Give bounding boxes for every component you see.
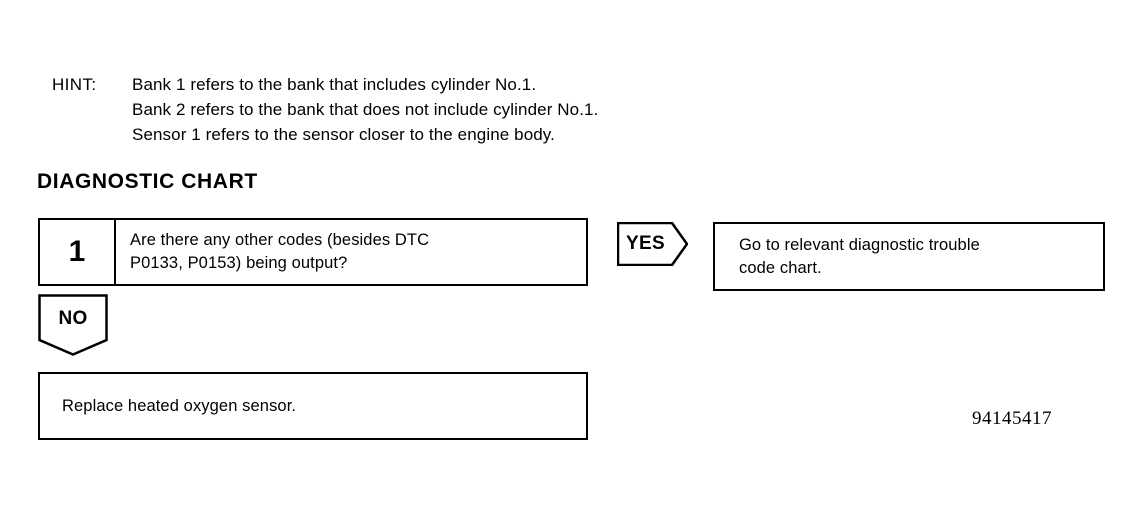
hint-line-1: Bank 1 refers to the bank that includes …	[132, 75, 537, 94]
no-result-box: Replace heated oxygen sensor.	[38, 372, 588, 440]
yes-result-box: Go to relevant diagnostic trouble code c…	[713, 222, 1105, 291]
no-branch-tag: NO	[38, 294, 108, 356]
step-1-box: 1 Are there any other codes (besides DTC…	[38, 218, 588, 286]
yes-branch-tag: YES	[617, 222, 688, 266]
yes-pentagon-icon	[617, 222, 688, 266]
hint-block: HINT: Bank 1 refers to the bank that inc…	[52, 72, 598, 147]
step-question: Are there any other codes (besides DTC P…	[116, 220, 586, 284]
no-result-line-1: Replace heated oxygen sensor.	[62, 396, 297, 415]
page-title: DIAGNOSTIC CHART	[37, 170, 258, 193]
yes-result-line-2: code chart.	[739, 258, 822, 277]
step-number: 1	[40, 220, 116, 284]
no-branch-label: NO	[58, 307, 88, 329]
hint-line-2: Bank 2 refers to the bank that does not …	[132, 100, 599, 119]
page-reference-number: 94145417	[972, 408, 1052, 429]
no-pentagon-icon	[38, 294, 108, 356]
hint-text: Bank 1 refers to the bank that includes …	[132, 72, 598, 147]
hint-line-3: Sensor 1 refers to the sensor closer to …	[132, 125, 555, 144]
step-question-line-2: P0133, P0153) being output?	[130, 254, 348, 272]
yes-branch-label: YES	[626, 233, 665, 254]
step-question-line-1: Are there any other codes (besides DTC	[130, 231, 430, 249]
yes-result-line-1: Go to relevant diagnostic trouble	[739, 235, 980, 254]
hint-label: HINT:	[52, 75, 97, 94]
